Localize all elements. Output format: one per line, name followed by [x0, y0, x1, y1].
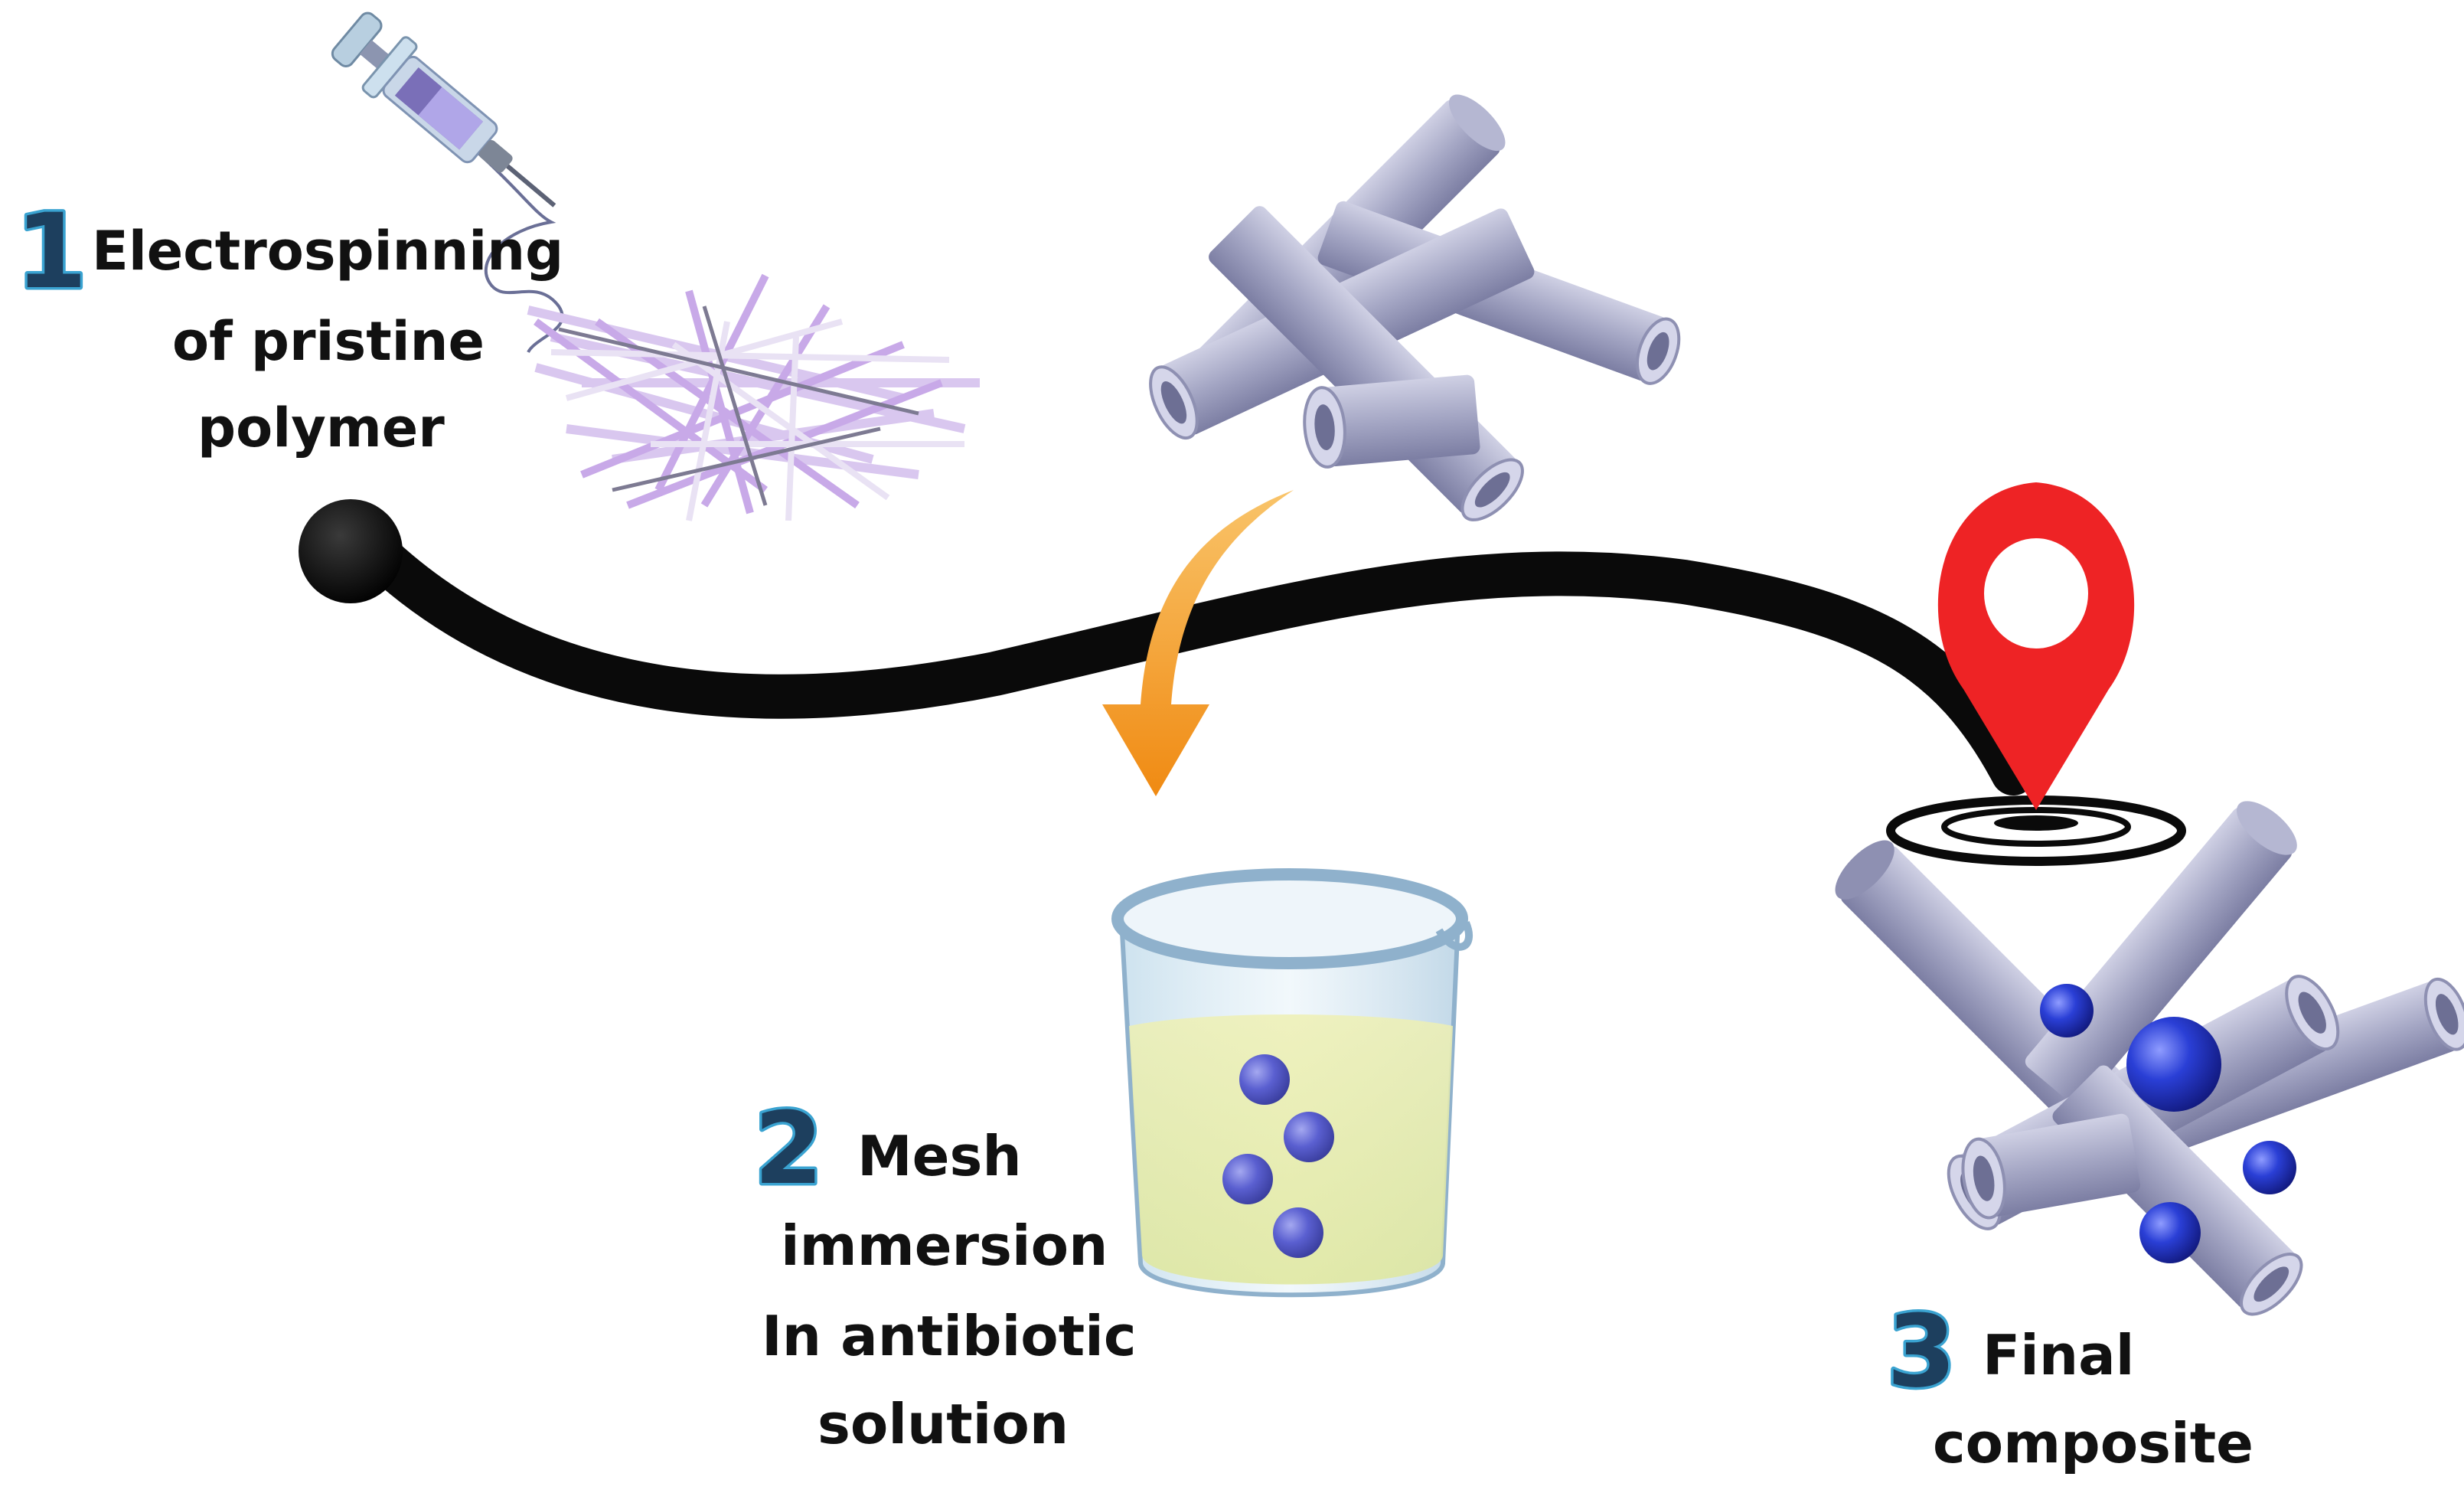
antibiotic-particle — [2139, 1202, 2201, 1263]
antibiotic-particle — [1222, 1154, 1273, 1204]
composite-scaffold-icon — [1835, 801, 2464, 1316]
step-2-line-3: In antibiotic — [762, 1304, 1137, 1368]
fiber-mat-icon — [527, 273, 980, 521]
process-path — [299, 499, 2035, 796]
step-1-line-2: of pristine — [172, 310, 485, 373]
step-2-line-4: solution — [818, 1392, 1069, 1456]
step-1-line-3: polymer — [197, 397, 445, 459]
antibiotic-particle — [1239, 1054, 1290, 1105]
antibiotic-particle — [1273, 1207, 1323, 1258]
beaker-icon — [1111, 868, 1474, 1298]
step-1-label: 1 Electrospinning of pristine polymer — [13, 189, 564, 460]
step-2-number: 2 — [754, 1090, 823, 1207]
syringe-icon — [331, 11, 564, 354]
step-3-label: 3 Final composite — [1885, 1291, 2253, 1476]
step-1-line-1: Electrospinning — [92, 220, 563, 283]
antibiotic-particle — [2243, 1141, 2296, 1194]
antibiotic-particle — [1284, 1112, 1334, 1162]
step-3-line-2: composite — [1933, 1411, 2253, 1475]
step-2-line-2: immersion — [781, 1214, 1108, 1278]
antibiotic-particle — [2126, 1017, 2221, 1112]
step-3-line-1: Final — [1983, 1323, 2134, 1387]
mesh-scaffold-icon — [1149, 94, 1681, 521]
path-start-knob — [299, 499, 403, 603]
step-2-label: 2 Mesh immersion In antibiotic solution — [752, 1088, 1137, 1457]
step-1-number: 1 — [15, 191, 87, 312]
location-pin-icon — [1886, 482, 2186, 866]
step-2-line-1: Mesh — [857, 1124, 1022, 1188]
curved-arrow-icon — [1102, 490, 1294, 796]
step-3-number: 3 — [1887, 1293, 1956, 1410]
antibiotic-particle — [2040, 984, 2094, 1037]
